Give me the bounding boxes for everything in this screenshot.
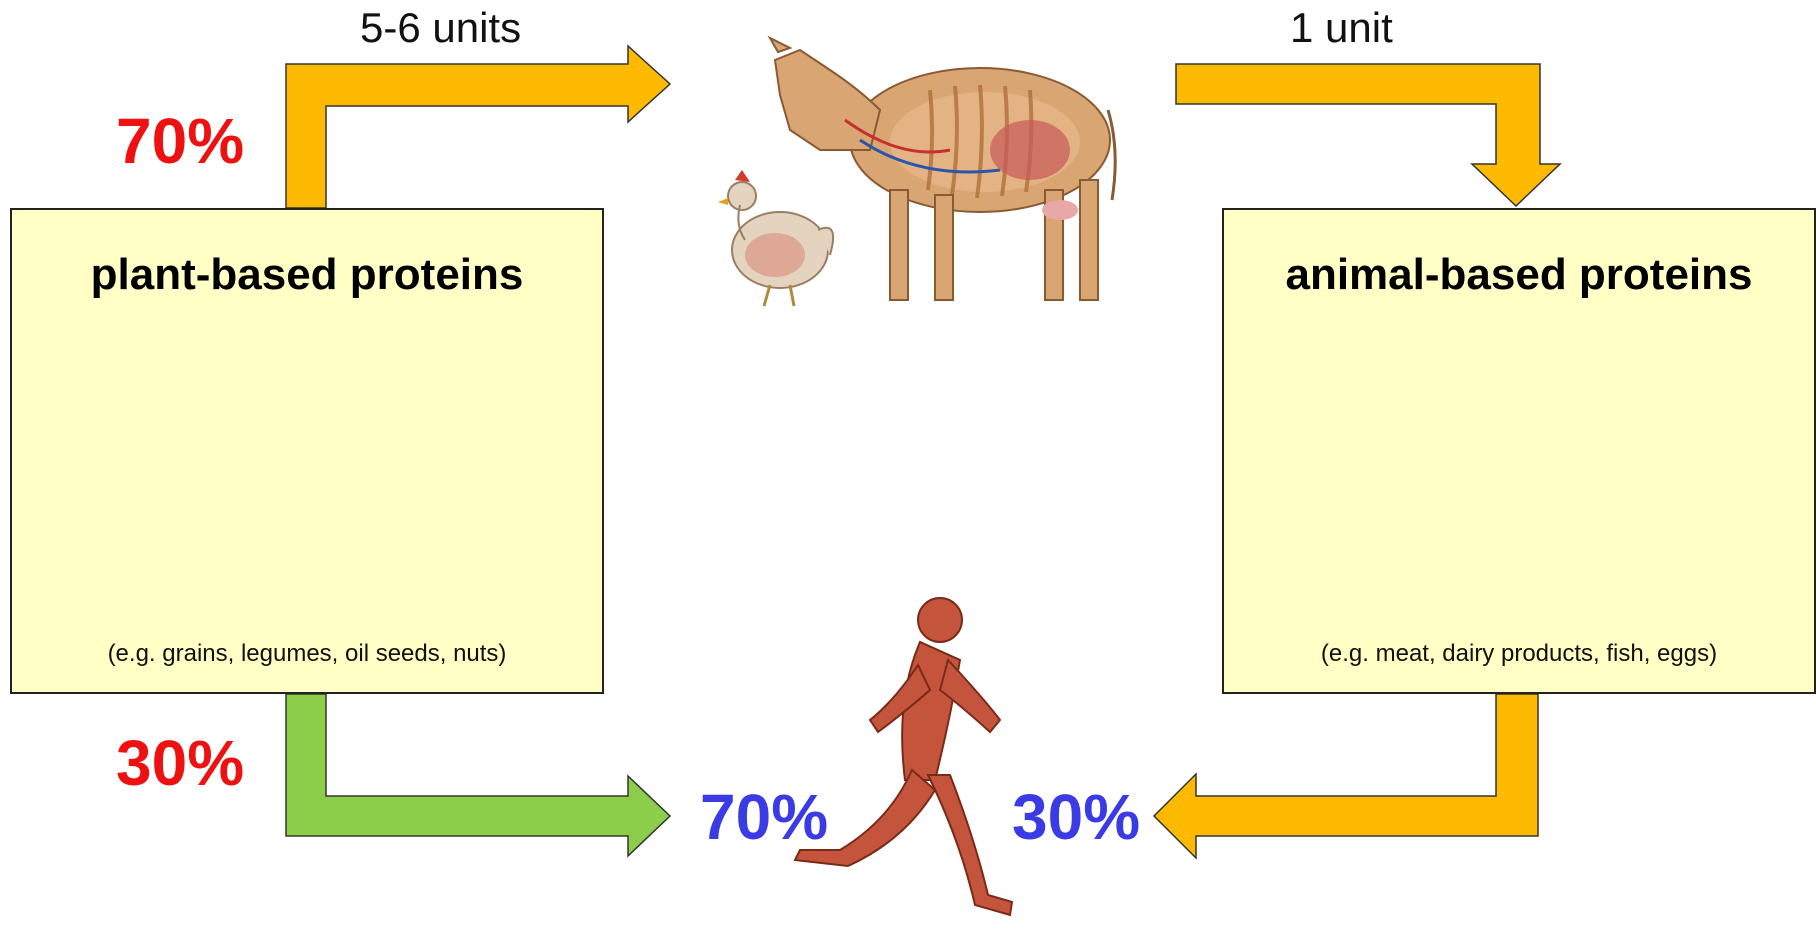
- plant-box-title: plant-based proteins: [12, 250, 602, 300]
- percent-plant-to-human-source: 30%: [116, 726, 244, 800]
- animal-box-subtitle: (e.g. meat, dairy products, fish, eggs): [1224, 640, 1814, 668]
- percent-plant-to-human: 70%: [700, 780, 828, 854]
- arrow-livestock-to-animal: [1176, 64, 1560, 206]
- animal-box-title: animal-based proteins: [1224, 250, 1814, 300]
- arrow-plant-to-human: [286, 694, 670, 856]
- arrow-plant-to-livestock: [286, 46, 670, 208]
- percent-plant-to-livestock: 70%: [116, 104, 244, 178]
- label-5-6-units: 5-6 units: [360, 4, 521, 52]
- runner-illustration: [795, 598, 1012, 915]
- plant-box-subtitle: (e.g. grains, legumes, oil seeds, nuts): [12, 640, 602, 668]
- percent-animal-to-human: 30%: [1012, 780, 1140, 854]
- chicken-illustration: [718, 170, 833, 306]
- arrow-animal-to-human: [1154, 694, 1538, 858]
- plant-based-proteins-box: plant-based proteins (e.g. grains, legum…: [10, 208, 604, 694]
- animal-based-proteins-box: animal-based proteins (e.g. meat, dairy …: [1222, 208, 1816, 694]
- label-1-unit: 1 unit: [1290, 4, 1393, 52]
